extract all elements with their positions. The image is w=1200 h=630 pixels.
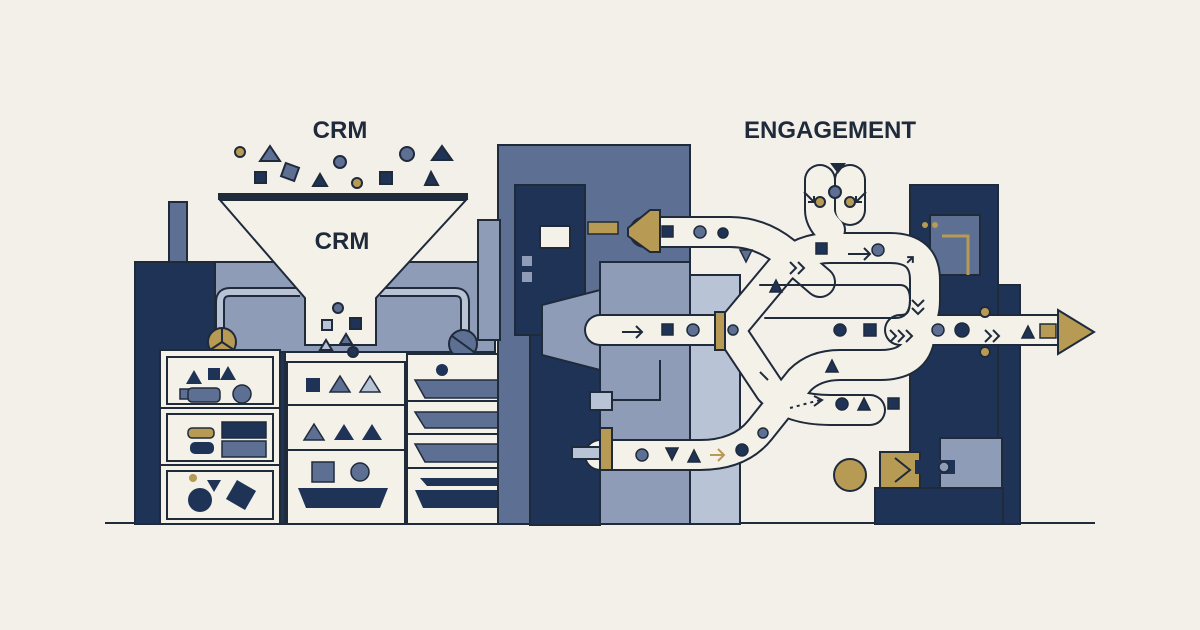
engagement-label: ENGAGEMENT xyxy=(744,117,916,144)
conveyor-connectors xyxy=(571,185,991,471)
funnel-icon xyxy=(217,193,469,346)
shelf-icon xyxy=(159,349,526,525)
crm-funnel-label: CRM xyxy=(315,228,370,255)
crm-top-label: CRM xyxy=(313,117,368,144)
funnel-output-shapes xyxy=(318,302,362,358)
funnel-rim xyxy=(218,193,468,200)
conveyor-items xyxy=(635,225,1036,463)
gauge-icon xyxy=(448,329,478,359)
exit-arrow-icon xyxy=(1039,308,1096,356)
conveyor-belt-icon xyxy=(584,164,1076,471)
floating-data-shapes xyxy=(234,144,454,189)
arrow-right-icon xyxy=(622,163,1001,462)
